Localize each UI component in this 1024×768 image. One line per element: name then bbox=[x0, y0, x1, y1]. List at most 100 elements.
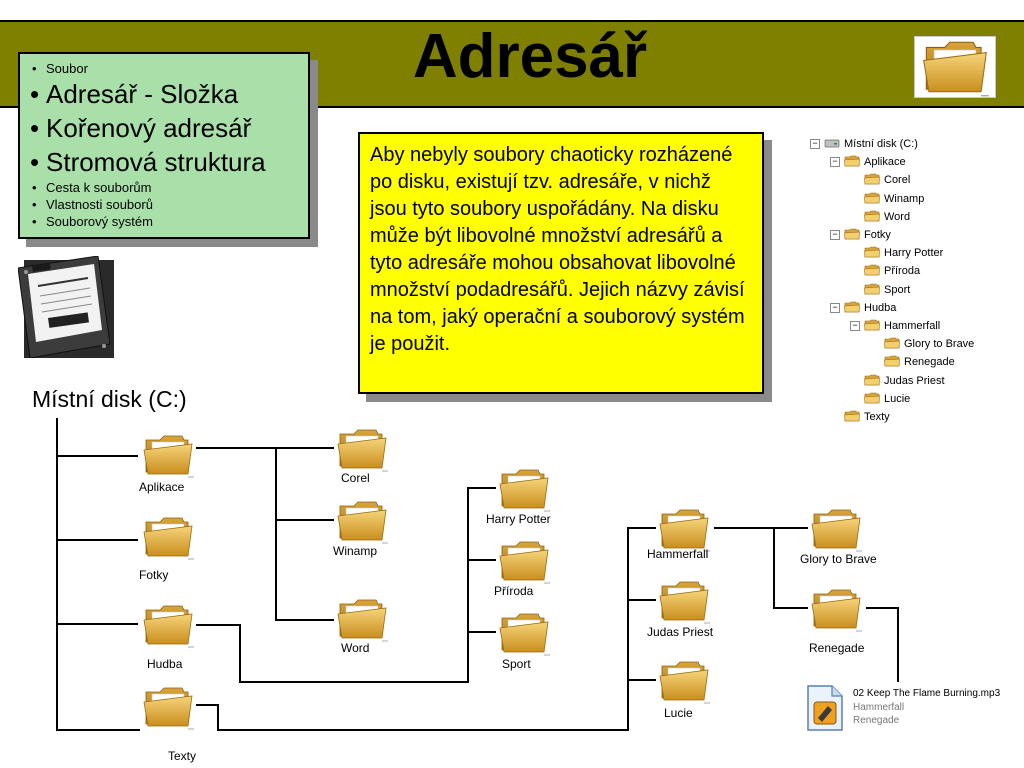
explorer-item-label: Winamp bbox=[884, 192, 925, 205]
explorer-item-label: Judas Priest bbox=[884, 374, 945, 387]
folder-label-sport: Sport bbox=[502, 657, 531, 671]
folder-icon bbox=[884, 355, 900, 367]
explorer-item[interactable]: − Aplikace bbox=[830, 154, 906, 170]
explorer-item[interactable]: Corel bbox=[864, 172, 910, 188]
folder-icon[interactable] bbox=[142, 684, 194, 730]
folder-icon bbox=[864, 246, 880, 258]
explorer-item[interactable]: − Hammerfall bbox=[850, 318, 941, 334]
file-name: 02 Keep The Flame Burning.mp3 bbox=[853, 688, 1001, 699]
drive-icon bbox=[824, 137, 840, 149]
explorer-item-label: Sport bbox=[884, 283, 911, 296]
collapse-icon[interactable]: − bbox=[830, 302, 840, 313]
folder-label-priroda: Příroda bbox=[494, 584, 534, 598]
folder-icon[interactable] bbox=[810, 506, 862, 552]
collapse-icon[interactable]: − bbox=[810, 139, 820, 149]
slide-title: Adresář bbox=[412, 22, 648, 91]
folder-icon bbox=[864, 264, 880, 276]
folder-icon[interactable] bbox=[498, 466, 550, 512]
folder-label-texty: Texty bbox=[168, 749, 197, 763]
explorer-item[interactable]: Sport bbox=[864, 282, 910, 298]
file-artist: Hammerfall bbox=[853, 702, 905, 713]
file-album: Renegade bbox=[853, 715, 900, 726]
explorer-item-label: Místní disk (C:) bbox=[844, 138, 918, 150]
folder-label-aplikace: Aplikace bbox=[139, 480, 185, 494]
explorer-item[interactable]: Glory to Brave bbox=[884, 336, 974, 352]
folder-icon bbox=[864, 392, 880, 404]
mp3-file[interactable]: 02 Keep The Flame Burning.mp3 Hammerfall… bbox=[806, 684, 1000, 737]
folder-icon[interactable] bbox=[810, 586, 862, 632]
explorer-item-label: Glory to Brave bbox=[904, 338, 975, 351]
explorer-item-label: Příroda bbox=[884, 265, 921, 278]
folder-icon[interactable] bbox=[142, 432, 194, 478]
folder-icon bbox=[914, 36, 996, 98]
folder-icon bbox=[844, 301, 860, 313]
folder-icon[interactable] bbox=[658, 658, 710, 704]
folder-icon bbox=[844, 155, 860, 167]
folder-label-judas-priest: Judas Priest bbox=[647, 625, 714, 639]
explorer-item-label: Hammerfall bbox=[884, 320, 941, 332]
explorer-item-label: Texty bbox=[864, 411, 890, 423]
explorer-item[interactable]: − Fotky bbox=[830, 227, 891, 243]
mp3-file-icon bbox=[807, 685, 843, 731]
explorer-item[interactable]: Winamp bbox=[864, 191, 924, 207]
explorer-item[interactable]: Judas Priest bbox=[864, 373, 945, 389]
folder-icon bbox=[844, 410, 860, 422]
folder-icon[interactable] bbox=[336, 498, 388, 544]
menu-item[interactable]: Cesta k souborům bbox=[30, 179, 308, 196]
explorer-item[interactable]: Lucie bbox=[864, 391, 910, 407]
menu-item[interactable]: Vlastnosti souborů bbox=[30, 196, 308, 213]
explorer-item-label: Harry Potter bbox=[884, 247, 944, 260]
folder-label-word: Word bbox=[341, 641, 370, 655]
folder-icon bbox=[844, 228, 860, 240]
folder-label-renegade: Renegade bbox=[809, 641, 865, 655]
description-text: Aby nebyly soubory chaoticky rozházené p… bbox=[358, 132, 764, 394]
explorer-item-label: Lucie bbox=[884, 392, 911, 405]
explorer-item-label: Fotky bbox=[864, 229, 891, 241]
explorer-item[interactable]: − Hudba bbox=[830, 300, 897, 316]
explorer-item[interactable]: Renegade bbox=[884, 354, 955, 370]
explorer-item[interactable]: Příroda bbox=[864, 263, 920, 279]
collapse-icon[interactable]: − bbox=[850, 321, 860, 331]
folder-icon[interactable] bbox=[658, 578, 710, 624]
hard-disk-icon bbox=[17, 255, 116, 363]
folder-label-hudba: Hudba bbox=[147, 657, 183, 671]
folder-label-corel: Corel bbox=[341, 471, 370, 485]
folder-icon[interactable] bbox=[142, 602, 194, 648]
explorer-item[interactable]: Harry Potter bbox=[864, 245, 943, 261]
menu-item[interactable]: Adresář - Složka bbox=[30, 77, 308, 111]
explorer-item[interactable]: − Místní disk (C:) bbox=[810, 136, 918, 152]
menu-item[interactable]: Soubor bbox=[30, 60, 308, 77]
folder-icon bbox=[884, 337, 900, 349]
explorer-item-label: Renegade bbox=[904, 356, 955, 369]
collapse-icon[interactable]: − bbox=[830, 230, 840, 240]
folder-icon[interactable] bbox=[336, 596, 388, 642]
topic-menu: Soubor Adresář - Složka Kořenový adresář… bbox=[18, 52, 310, 239]
folder-icon[interactable] bbox=[498, 538, 550, 584]
explorer-item[interactable]: Word bbox=[864, 209, 910, 225]
explorer-item-label: Aplikace bbox=[864, 156, 906, 169]
folder-label-hammerfall: Hammerfall bbox=[647, 547, 709, 561]
tree-root-label: Místní disk (C:) bbox=[32, 386, 187, 412]
folder-label-fotky: Fotky bbox=[139, 568, 169, 582]
folder-label-winamp: Winamp bbox=[333, 544, 378, 558]
folder-icon bbox=[864, 173, 880, 185]
explorer-item-label: Hudba bbox=[864, 301, 897, 314]
explorer-item-label: Word bbox=[884, 210, 911, 223]
folder-label-glory-to-brave: Glory to Brave bbox=[800, 552, 877, 566]
collapse-icon[interactable]: − bbox=[830, 157, 840, 168]
folder-icon bbox=[864, 210, 880, 222]
folder-icon bbox=[864, 374, 880, 386]
folder-icon bbox=[864, 192, 880, 204]
menu-item[interactable]: Stromová struktura bbox=[30, 145, 308, 179]
menu-item[interactable]: Kořenový adresář bbox=[30, 111, 308, 145]
folder-label-harry-potter: Harry Potter bbox=[486, 512, 551, 526]
folder-icon[interactable] bbox=[498, 610, 550, 656]
folder-icon[interactable] bbox=[142, 514, 194, 560]
folder-icon[interactable] bbox=[658, 506, 710, 552]
explorer-item[interactable]: Texty bbox=[844, 409, 890, 425]
folder-icon[interactable] bbox=[336, 426, 388, 472]
menu-item[interactable]: Souborový systém bbox=[30, 213, 308, 230]
folder-label-lucie: Lucie bbox=[664, 706, 693, 720]
folder-icon bbox=[864, 319, 880, 331]
